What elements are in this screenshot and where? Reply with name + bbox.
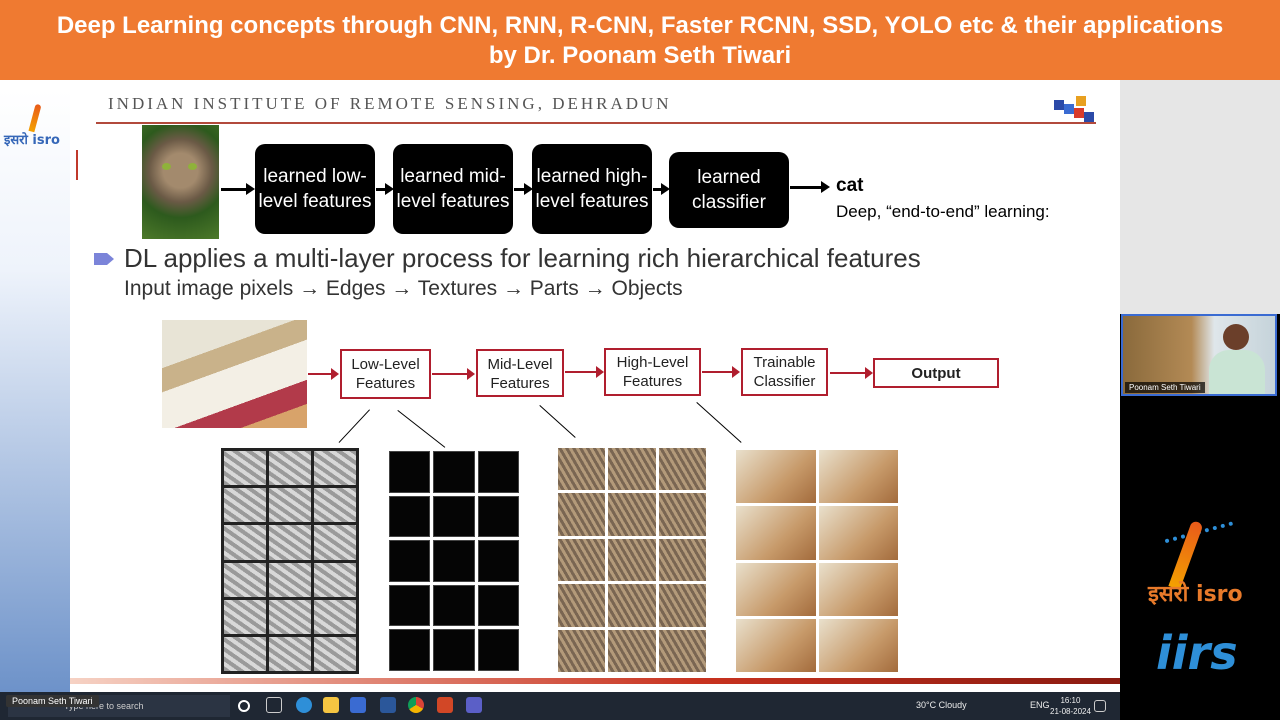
trainable-classifier-box: Trainable Classifier (741, 348, 828, 396)
slide-bottom-bar (70, 678, 1120, 684)
cat-image (142, 125, 219, 239)
output-box: Output (873, 358, 999, 388)
video-name-label: Poonam Seth Tiwari (1125, 382, 1205, 393)
red-arrow-icon (565, 366, 604, 378)
red-arrow-icon (308, 368, 339, 380)
presenter-body (1209, 350, 1265, 394)
teams-icon[interactable] (466, 697, 482, 713)
isro-logo-icon: इसरो isro (4, 103, 70, 148)
low-level-features-box: learned low-level features (255, 144, 375, 234)
arrow-icon (376, 183, 394, 195)
taskbar-clock[interactable]: 16:10 21-08-2024 (1050, 695, 1091, 717)
title-divider (96, 122, 1096, 124)
logo-panel (1120, 396, 1280, 720)
clock-time: 16:10 (1060, 696, 1081, 705)
pointer-line (696, 402, 742, 443)
iirs-logo-text: iirs (1156, 626, 1238, 680)
mid-level-edges-grid (386, 448, 522, 674)
mid-level-features-label: Mid-Level Features (487, 356, 553, 392)
store-icon[interactable] (350, 697, 366, 713)
object-parts-grid (733, 447, 901, 675)
pointer-line (397, 410, 446, 448)
presenter-video[interactable]: Poonam Seth Tiwari (1121, 314, 1277, 396)
red-arrow-icon (432, 368, 475, 380)
bullet-arrow-icon (94, 253, 114, 265)
red-arrow-icon (830, 367, 873, 379)
pointer-line (539, 405, 576, 438)
arrow-icon (221, 183, 255, 195)
banner-line-1: Deep Learning concepts through CNN, RNN,… (56, 12, 1224, 39)
title-banner: Deep Learning concepts through CNN, RNN,… (0, 0, 1280, 80)
presenter-name-chip: Poonam Seth Tiwari (6, 695, 99, 707)
low-level-filters-grid (221, 448, 359, 674)
mid-level-features-box: learned mid-level features (393, 144, 513, 234)
high-level-textures-grid (555, 445, 709, 675)
banner-line-2: by Dr. Poonam Seth Tiwari (488, 42, 792, 69)
isro-logo-text: इसरो isro (1148, 582, 1243, 607)
learned-classifier-box: learned classifier (669, 152, 789, 228)
presenter-head (1223, 324, 1249, 350)
cortana-icon[interactable] (238, 700, 250, 712)
cat-output-label: cat (836, 175, 864, 196)
low-level-features-label: Low-Level Features (351, 356, 420, 392)
institute-title: INDIAN INSTITUTE OF REMOTE SENSING, DEHR… (108, 94, 672, 113)
word-icon[interactable] (380, 697, 396, 713)
spectral-bands-logo-icon (1054, 96, 1096, 128)
windows-taskbar: Type here to search 30°C Cloudy ENG 16:1… (0, 692, 1120, 720)
weather-widget[interactable]: 30°C Cloudy (916, 700, 967, 710)
mid-level-box (476, 349, 564, 397)
high-level-box (604, 348, 701, 396)
right-panel (1120, 80, 1280, 314)
high-level-features-label: High-Level Features (616, 354, 689, 390)
room-image (162, 320, 307, 428)
end-to-end-label: Deep, “end-to-end” learning: (836, 202, 1050, 221)
chrome-icon[interactable] (408, 697, 424, 713)
dl-bullet-text: DL applies a multi-layer process for lea… (124, 243, 921, 273)
notification-icon[interactable] (1094, 700, 1106, 712)
powerpoint-icon[interactable] (437, 697, 453, 713)
high-level-features-box: learned high-level features (532, 144, 652, 234)
red-arrow-icon (702, 366, 740, 378)
clock-date: 21-08-2024 (1050, 707, 1091, 716)
file-explorer-icon[interactable] (323, 697, 339, 713)
scrollbar-arrow-icon[interactable] (1268, 40, 1278, 76)
pipeline-text: Input image pixels → Edges → Textures → … (124, 277, 683, 300)
red-marker (76, 150, 78, 180)
low-level-box (340, 349, 431, 399)
slide: इसरो isro INDIAN INSTITUTE OF REMOTE SEN… (0, 80, 1120, 692)
edge-icon[interactable] (296, 697, 312, 713)
language-indicator[interactable]: ENG (1030, 700, 1050, 710)
task-view-icon[interactable] (266, 697, 282, 713)
slide-left-strip: इसरो isro (0, 90, 70, 692)
arrow-icon (514, 183, 533, 195)
arrow-icon (653, 183, 670, 195)
arrow-icon (790, 181, 830, 193)
pointer-line (338, 409, 370, 443)
